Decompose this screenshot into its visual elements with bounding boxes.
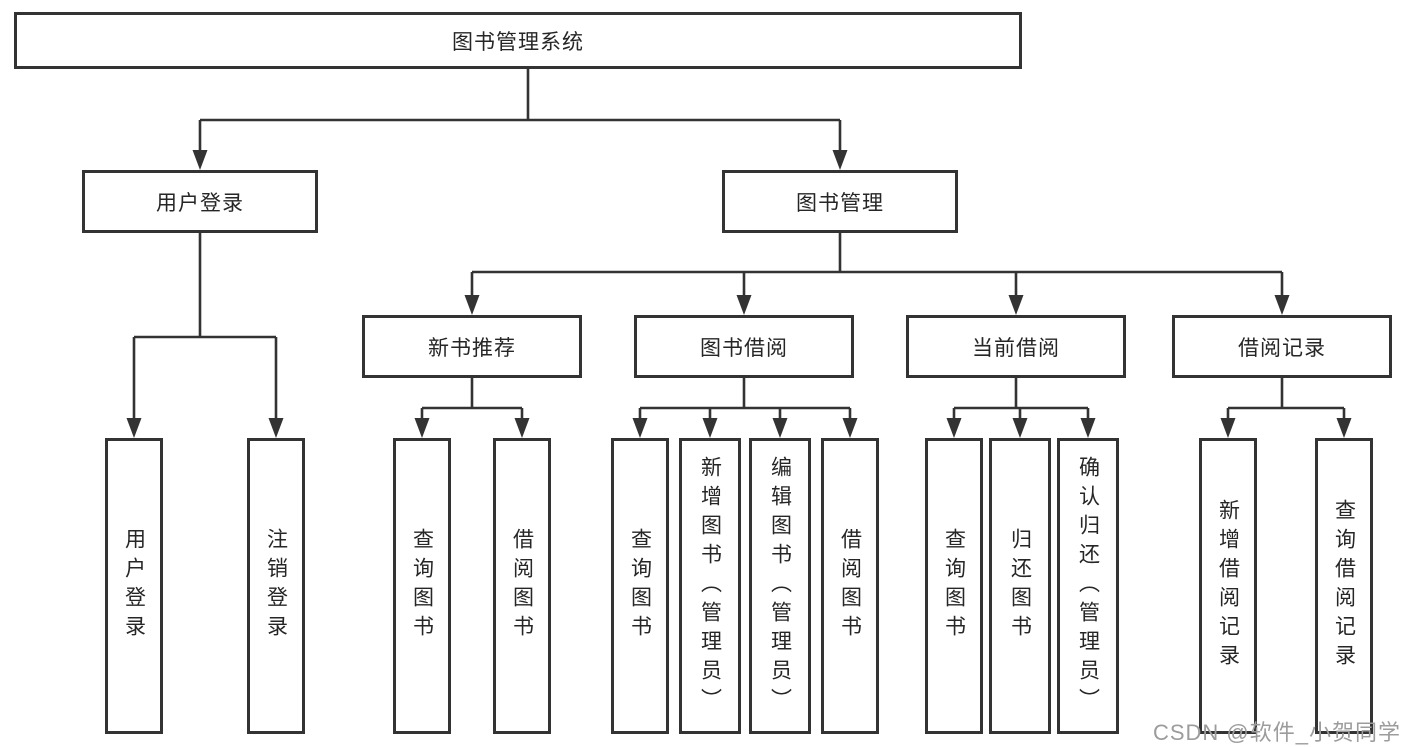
leaf-label: 注销登录 [264, 528, 288, 644]
node-label: 用户登录 [156, 191, 244, 215]
leaf-label: 查询借阅记录 [1332, 499, 1356, 673]
node-label: 借阅记录 [1238, 336, 1326, 360]
node-label: 图书借阅 [700, 336, 788, 360]
node-current-borrowing: 当前借阅 [906, 315, 1126, 378]
leaf-current-return-books: 归还图书 [989, 438, 1051, 734]
node-label: 图书管理 [796, 191, 884, 215]
leaf-label: 新增图书（管理员） [698, 455, 722, 717]
leaf-newbook-query-books: 查询图书 [393, 438, 451, 734]
leaf-records-query-record: 查询借阅记录 [1315, 438, 1373, 734]
leaf-borrowing-add-books-admin: 新增图书（管理员） [679, 438, 741, 734]
leaf-newbook-borrow-books: 借阅图书 [493, 438, 551, 734]
leaf-user-login: 用户登录 [105, 438, 163, 734]
leaf-label: 借阅图书 [510, 528, 534, 644]
csdn-watermark: CSDN @软件_小贺同学 [1152, 720, 1401, 745]
node-book-management: 图书管理 [722, 170, 958, 233]
leaf-borrowing-edit-books-admin: 编辑图书（管理员） [749, 438, 811, 734]
arrowheads [126, 150, 1352, 438]
leaf-current-query-books: 查询图书 [925, 438, 983, 734]
leaf-label: 查询图书 [410, 528, 434, 644]
node-label: 当前借阅 [972, 336, 1060, 360]
leaf-logout: 注销登录 [247, 438, 305, 734]
leaf-records-add-record: 新增借阅记录 [1199, 438, 1257, 734]
node-root-library-system: 图书管理系统 [14, 12, 1022, 69]
leaf-label: 编辑图书（管理员） [768, 455, 792, 717]
leaf-borrowing-query-books: 查询图书 [611, 438, 669, 734]
node-new-book-recommendation: 新书推荐 [362, 315, 582, 378]
leaf-label: 归还图书 [1008, 528, 1032, 644]
node-label: 新书推荐 [428, 336, 516, 360]
node-borrowing-records: 借阅记录 [1172, 315, 1392, 378]
leaf-label: 查询图书 [942, 528, 966, 644]
node-book-borrowing: 图书借阅 [634, 315, 854, 378]
leaf-current-confirm-return-admin: 确认归还（管理员） [1057, 438, 1119, 734]
node-label: 图书管理系统 [452, 30, 584, 54]
leaf-borrowing-borrow-books: 借阅图书 [821, 438, 879, 734]
node-user-login: 用户登录 [82, 170, 318, 233]
leaf-label: 查询图书 [628, 528, 652, 644]
leaf-label: 用户登录 [122, 528, 146, 644]
leaf-label: 确认归还（管理员） [1076, 455, 1100, 717]
leaf-label: 新增借阅记录 [1216, 499, 1240, 673]
leaf-label: 借阅图书 [838, 528, 862, 644]
